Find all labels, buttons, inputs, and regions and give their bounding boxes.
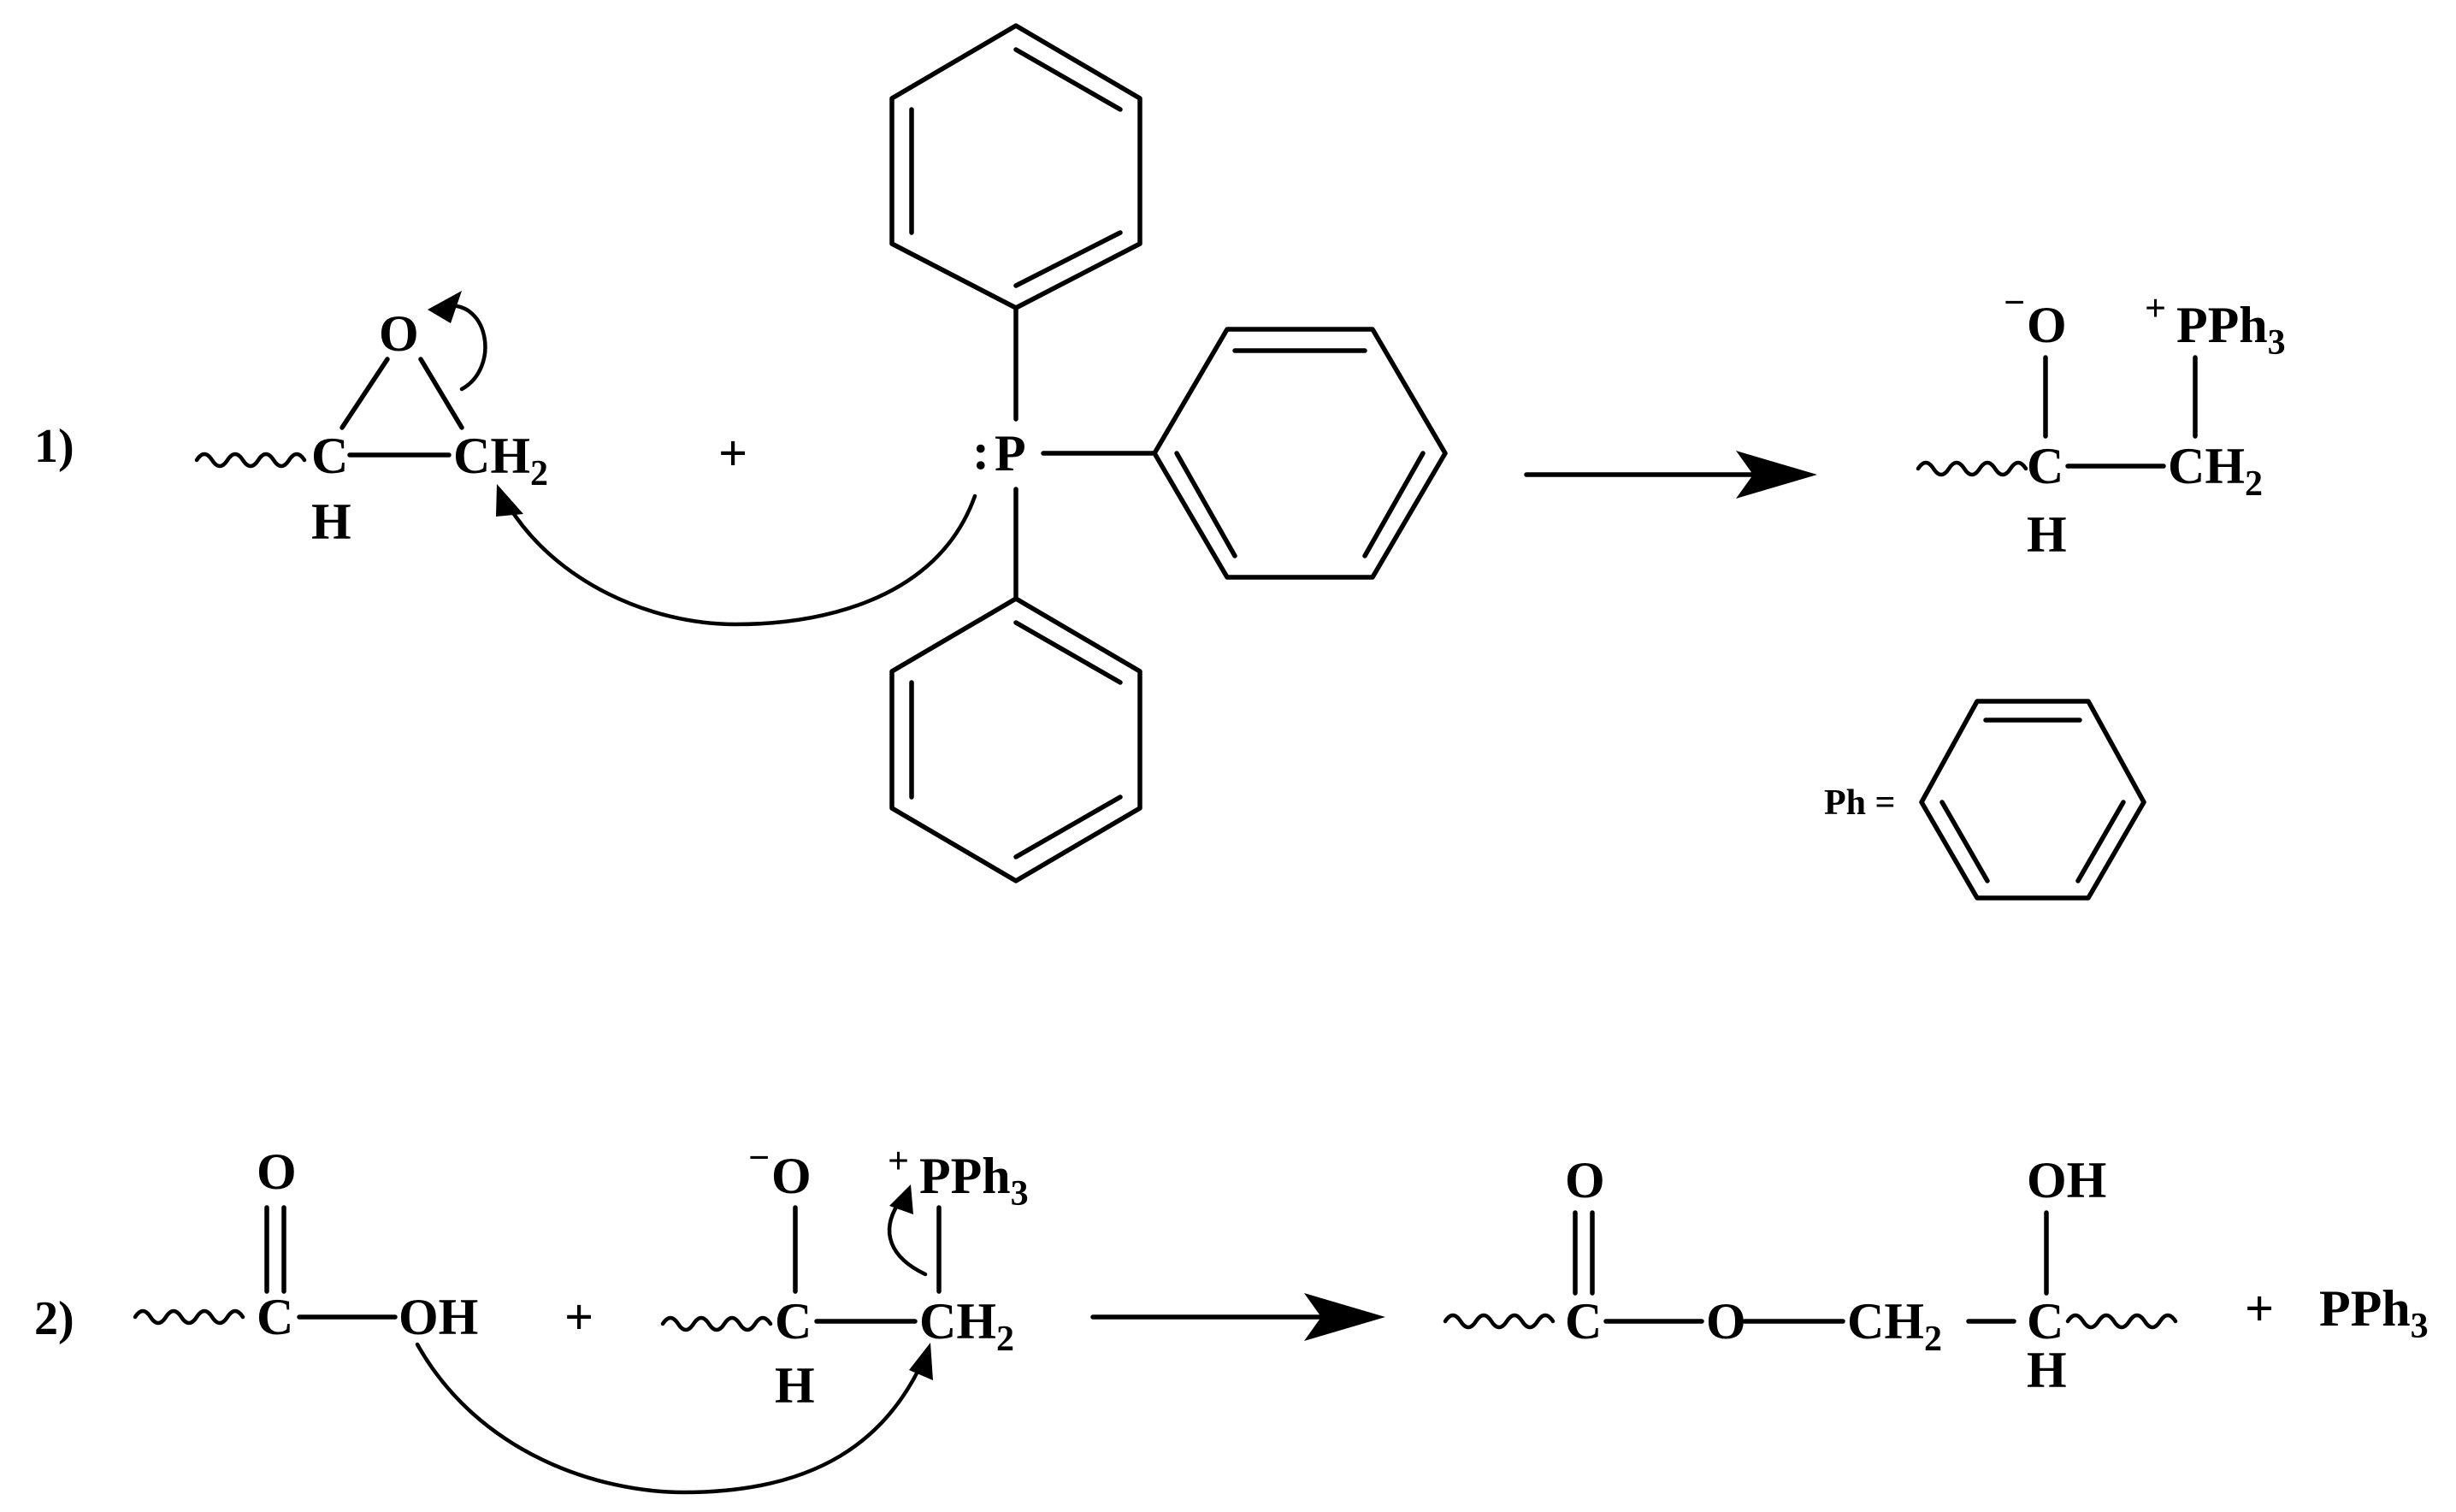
- step-2-plus-sign-1: +: [564, 1289, 593, 1345]
- ring-opening-arrowhead: [428, 291, 462, 323]
- phenyl-legend: Ph =: [1824, 699, 2146, 901]
- phosphonium-charge-plus: +: [888, 1140, 909, 1182]
- reaction-arrow-2: [1090, 1293, 1385, 1341]
- nucleophilic-attack-arrow: [506, 493, 977, 627]
- epoxide-ch2-label: CH2: [453, 428, 548, 493]
- step-1-number: 1): [34, 420, 74, 473]
- zwitterion-carbon-label: C: [775, 1293, 812, 1350]
- product-ch2-label: CH2: [2168, 438, 2263, 504]
- polymer-chain-wavy-bond: [1916, 460, 2028, 477]
- step-2: 2) C O OH + − O + PPh3 C: [34, 1137, 2429, 1495]
- zwitterion-hydrogen-label: H: [775, 1357, 815, 1414]
- polymer-chain-wavy-bond-right: [2065, 1313, 2178, 1330]
- c-o-bond: [339, 357, 390, 430]
- phosphine-leaving-arrow: [887, 1202, 928, 1277]
- phenyl-ring-bottom: [889, 596, 1142, 883]
- hydroxyl-label: OH: [2027, 1152, 2106, 1208]
- pph3-group-label: PPh3: [2176, 297, 2286, 363]
- oxide-oxygen-label: O: [2027, 297, 2067, 353]
- polymer-chain-wavy-bond-left: [1443, 1313, 1556, 1330]
- phosphonium-charge-plus: +: [2145, 287, 2166, 329]
- zwitterion-reactant: − O + PPh3 C CH2 H: [660, 1137, 1029, 1414]
- acid-attack-arrow: [415, 1342, 922, 1495]
- phenyl-ring-right: [1152, 327, 1448, 580]
- polymer-chain-wavy-bond: [194, 452, 307, 469]
- secondary-hydrogen-label: H: [2027, 1342, 2067, 1398]
- step-2-plus-sign-2: +: [2245, 1280, 2274, 1337]
- step-1: 1) C H O CH2 + : P: [34, 23, 2286, 901]
- benzene-ring-icon: [1919, 699, 2146, 901]
- acid-attack-arrowhead: [909, 1343, 933, 1380]
- step-1-plus-sign: +: [718, 425, 747, 481]
- reaction-arrow-1: [1524, 451, 1817, 499]
- epoxide-hydrogen-label: H: [311, 493, 351, 550]
- triphenylphosphine-byproduct-label: PPh3: [2319, 1280, 2429, 1346]
- product-hydrogen-label: H: [2027, 506, 2067, 563]
- epoxide-reactant: C H O CH2: [194, 291, 977, 627]
- oxide-oxygen-label: O: [771, 1148, 812, 1204]
- acid-carbon-label: C: [257, 1289, 293, 1345]
- epoxide-oxygen-label: O: [379, 305, 419, 362]
- o-ch2-bond: [418, 357, 464, 430]
- zwitterion-ch2-label: CH2: [919, 1293, 1014, 1359]
- zwitterion-product: − O + PPh3 C CH2 H: [1916, 281, 2286, 563]
- secondary-carbon-label: C: [2027, 1293, 2063, 1350]
- attack-arrowhead: [496, 484, 523, 517]
- ester-ch2-label: CH2: [1847, 1293, 1942, 1359]
- epoxide-carbon-label: C: [311, 428, 348, 484]
- acid-carbonyl-oxygen-label: O: [257, 1143, 297, 1200]
- ester-carbonyl-oxygen-label: O: [1565, 1152, 1605, 1208]
- triphenylphosphine: : P: [889, 23, 1448, 883]
- epoxide-ring-opening-arrow: [442, 304, 487, 392]
- phosphorus-lone-pair: :: [972, 423, 989, 480]
- ester-oxygen-label: O: [1706, 1293, 1746, 1350]
- oxide-charge-minus: −: [2004, 281, 2025, 323]
- ph-equals-label: Ph =: [1824, 783, 1895, 823]
- product-carbon-label: C: [2027, 438, 2063, 494]
- polymer-chain-wavy-bond: [133, 1308, 245, 1326]
- ester-product: C O O CH2 OH C H: [1443, 1152, 2178, 1398]
- pph3-group-label: PPh3: [919, 1148, 1029, 1214]
- polymer-chain-wavy-bond: [660, 1315, 773, 1332]
- acid-hydroxyl-label: OH: [399, 1289, 478, 1345]
- step-2-number: 2): [34, 1292, 74, 1345]
- oxide-charge-minus: −: [748, 1137, 770, 1178]
- leaving-arrowhead: [889, 1184, 913, 1214]
- ester-carbon-label: C: [1565, 1293, 1602, 1350]
- phosphorus-label: P: [995, 425, 1026, 481]
- phenyl-ring-top: [889, 23, 1142, 310]
- carboxylic-acid: C O OH: [133, 1143, 933, 1495]
